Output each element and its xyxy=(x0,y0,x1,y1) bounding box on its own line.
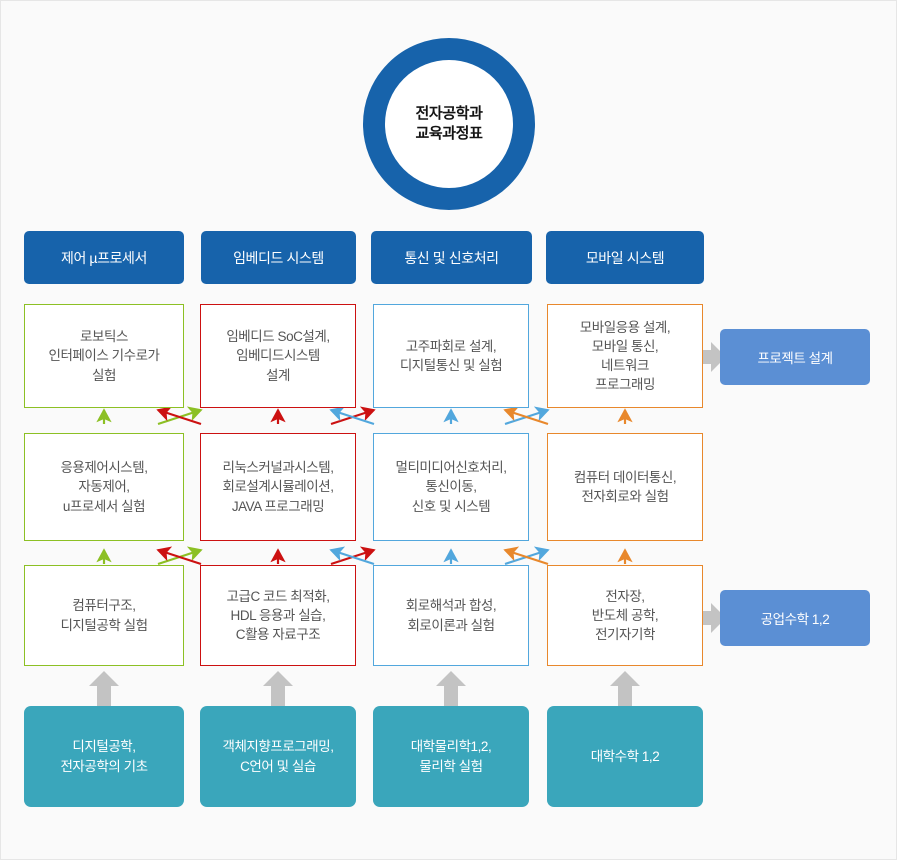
arrow-cross-group-a23 xyxy=(329,406,376,426)
base-box-embedded-year1[interactable]: 객체지향프로그래밍,C언어 및 실습 xyxy=(200,706,356,807)
arrow-vertical-group-b xyxy=(96,548,633,564)
category-header-control[interactable]: 제어 µ프로세서 xyxy=(24,231,184,284)
arrow-cross-group-a34 xyxy=(503,406,550,426)
category-header-embedded[interactable]: 임베디드 시스템 xyxy=(201,231,356,284)
course-box-control-year3[interactable]: 응용제어시스템,자동제어,u프로세서 실험 xyxy=(24,433,184,541)
course-text: 멀티미디어신호처리,통신이동,신호 및 시스템 xyxy=(395,460,507,514)
course-box-embedded-year2[interactable]: 고급C 코드 최적화,HDL 응용과 실습,C활용 자료구조 xyxy=(200,565,356,666)
course-box-mobile-year2[interactable]: 전자장,반도체 공학,전기자기학 xyxy=(547,565,703,666)
category-header-mobile[interactable]: 모바일 시스템 xyxy=(546,231,704,284)
diagram-title-line1: 전자공학과 xyxy=(415,104,483,122)
course-box-communication-year4[interactable]: 고주파회로 설계,디지털통신 및 실험 xyxy=(373,304,529,408)
course-text: 고주파회로 설계,디지털통신 및 실험 xyxy=(399,338,503,373)
course-box-communication-year2[interactable]: 회로해석과 합성,회로이론과 실험 xyxy=(373,565,529,666)
arrow-cross-group-a12 xyxy=(156,406,203,426)
diagram-title-line2: 교육과정표 xyxy=(415,125,483,142)
diagram-title-circle: 전자공학과 교육과정표 xyxy=(363,38,535,210)
side-box-engineering-math[interactable]: 공업수학 1,2 xyxy=(720,590,870,646)
arrow-vertical-group-a xyxy=(96,408,633,424)
course-text: 컴퓨터 데이터통신,전자회로와 실험 xyxy=(573,469,677,504)
course-text: 디지털공학,전자공학의 기초 xyxy=(60,738,148,774)
base-box-communication-year1[interactable]: 대학물리학1,2,물리학 실험 xyxy=(373,706,529,807)
course-text: 회로해석과 합성,회로이론과 실험 xyxy=(405,598,497,633)
course-text: 대학수학 1,2 xyxy=(590,748,660,764)
course-text: 리눅스커널과시스템,회로설계시뮬레이션,JAVA 프로그래밍 xyxy=(222,460,334,514)
arrow-grey-base-group xyxy=(89,671,640,706)
course-text: 객체지향프로그래밍,C언어 및 실습 xyxy=(222,738,334,774)
side-box-project-design[interactable]: 프로젝트 설계 xyxy=(720,329,870,385)
arrow-cross-group-b12 xyxy=(156,546,203,566)
course-box-communication-year3[interactable]: 멀티미디어신호처리,통신이동,신호 및 시스템 xyxy=(373,433,529,541)
base-box-mobile-year1[interactable]: 대학수학 1,2 xyxy=(547,706,703,807)
base-box-control-year1[interactable]: 디지털공학,전자공학의 기초 xyxy=(24,706,184,807)
course-text: 대학물리학1,2,물리학 실험 xyxy=(410,738,492,774)
course-text: 컴퓨터구조,디지털공학 실험 xyxy=(60,598,148,633)
category-header-communication[interactable]: 통신 및 신호처리 xyxy=(371,231,532,284)
course-box-embedded-year3[interactable]: 리눅스커널과시스템,회로설계시뮬레이션,JAVA 프로그래밍 xyxy=(200,433,356,541)
course-box-mobile-year3[interactable]: 컴퓨터 데이터통신,전자회로와 실험 xyxy=(547,433,703,541)
course-text: 전자장,반도체 공학,전기자기학 xyxy=(591,588,659,643)
course-box-control-year2[interactable]: 컴퓨터구조,디지털공학 실험 xyxy=(24,565,184,666)
course-text: 응용제어시스템,자동제어,u프로세서 실험 xyxy=(60,460,148,514)
arrow-cross-group-b23 xyxy=(329,546,376,566)
diagram-title-text: 전자공학과 교육과정표 xyxy=(415,104,482,145)
arrow-cross-group-b34 xyxy=(503,546,550,566)
course-text: 고급C 코드 최적화,HDL 응용과 실습,C활용 자료구조 xyxy=(226,588,330,643)
